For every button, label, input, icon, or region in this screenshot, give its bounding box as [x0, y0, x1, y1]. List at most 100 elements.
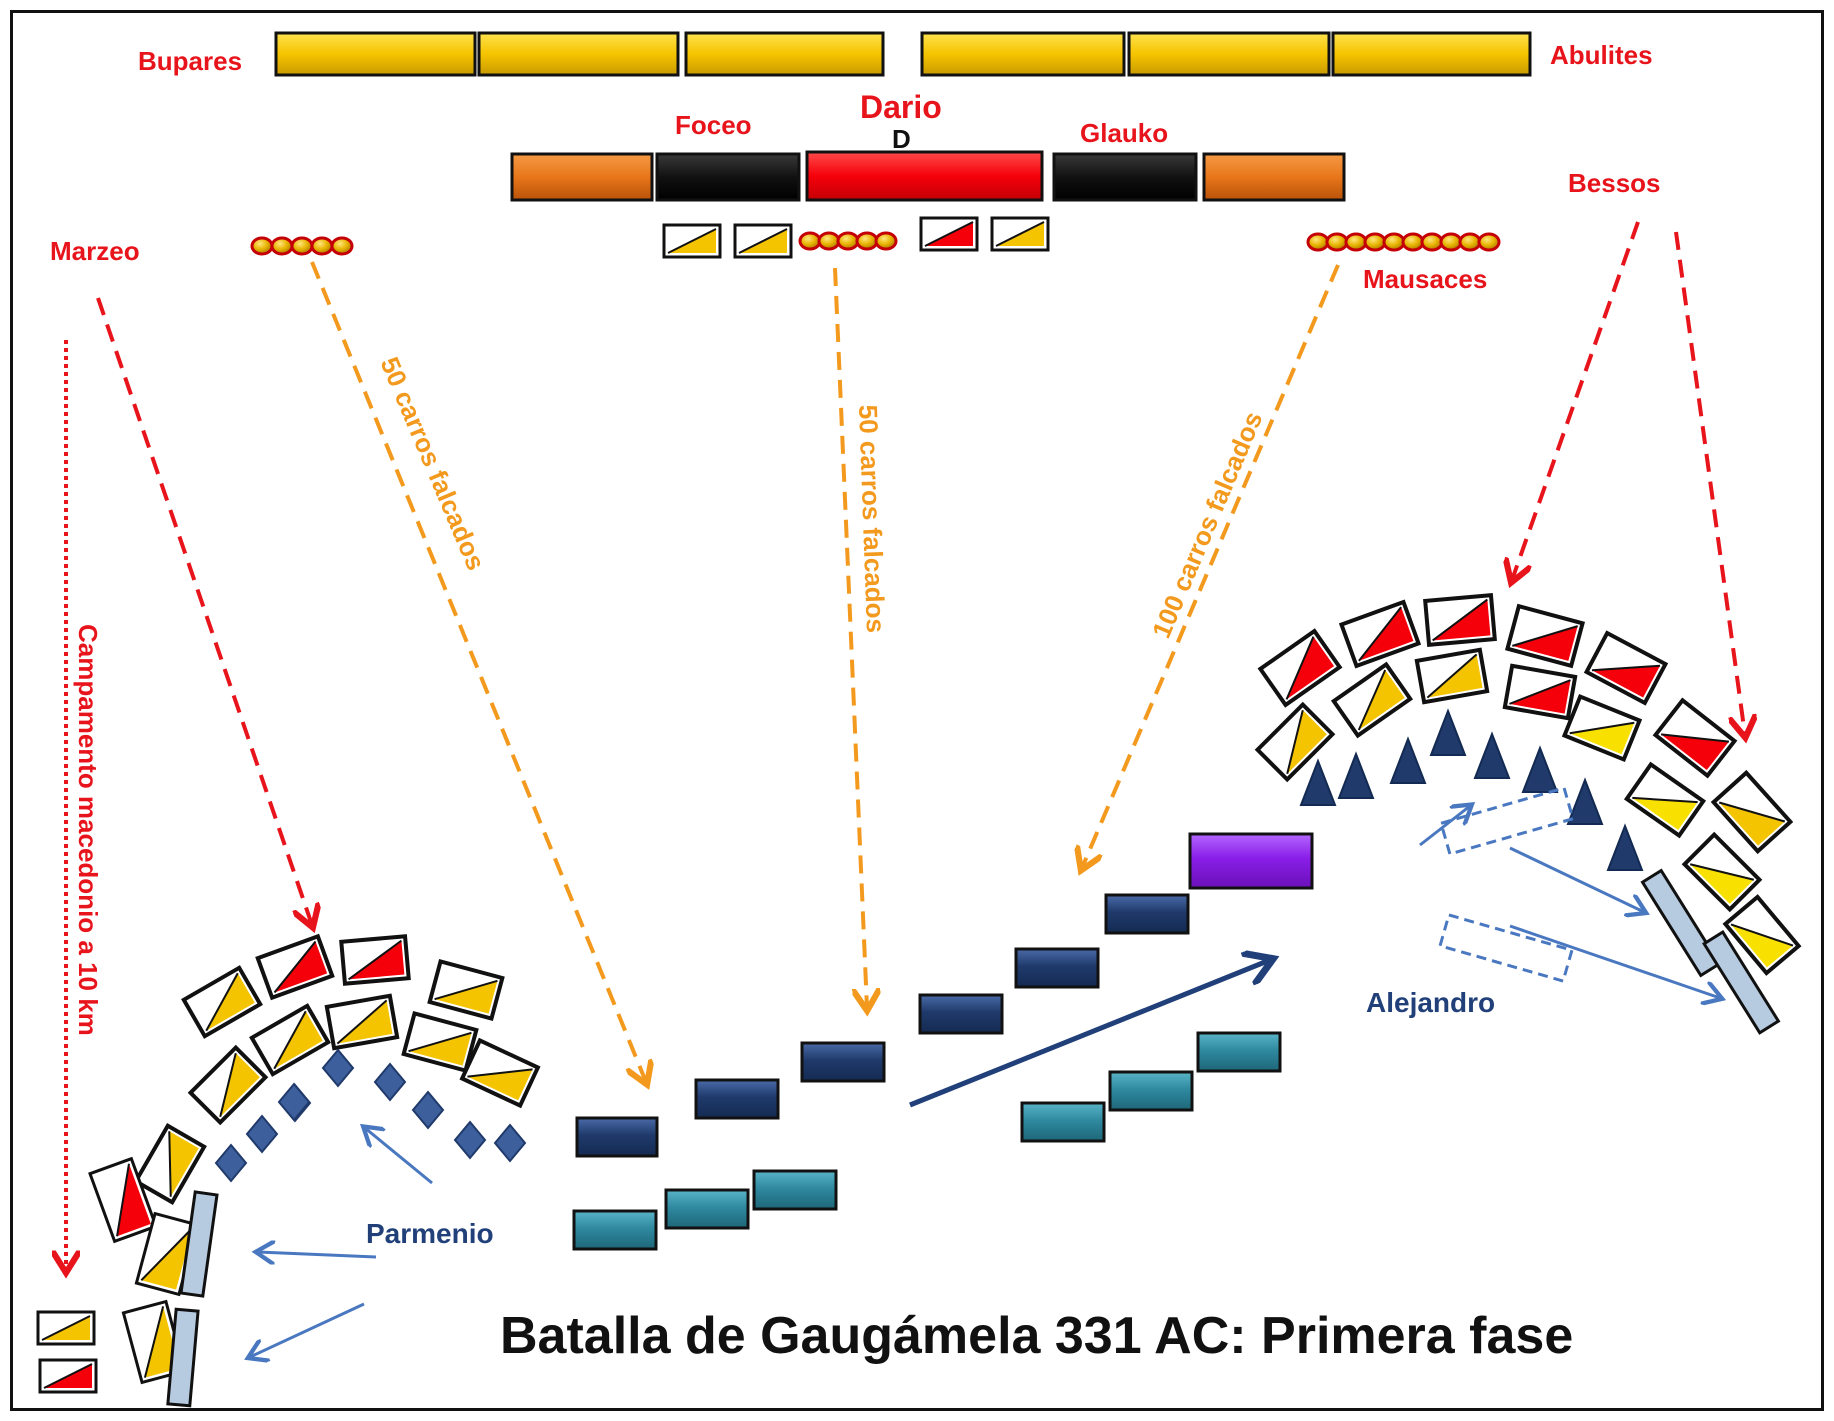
- alejandro-outer-cavalry: [1257, 593, 1794, 855]
- reserve-block: [1020, 1101, 1106, 1143]
- reserve-block: [572, 1209, 658, 1251]
- chariot-marker: [1477, 232, 1501, 252]
- light-infantry-block: [166, 1307, 200, 1408]
- chariot-marker: [1325, 232, 1349, 252]
- light-infantry-block: [179, 1190, 219, 1298]
- unit-bupares-1: [274, 31, 477, 77]
- cavalry-square: [133, 1123, 207, 1205]
- chariot-marker: [1363, 232, 1387, 252]
- unit-abulites-3: [1331, 31, 1532, 77]
- cavalry-square: [1504, 603, 1586, 669]
- arrow-chariots-left: [310, 261, 646, 1082]
- cavalry-square: [1652, 697, 1738, 779]
- infantry-diamond: [321, 1048, 355, 1088]
- unit-foceo: [655, 152, 801, 202]
- cavalry-square: [733, 223, 793, 259]
- chariot-marker: [1306, 232, 1330, 252]
- cavalry-square: [255, 933, 335, 1001]
- arrow-alejandro-3: [1509, 924, 1720, 998]
- cavalry-square: [1330, 661, 1414, 739]
- infantry-triangle: [1521, 745, 1559, 793]
- cavalry-square: [662, 223, 722, 259]
- arrow-parmenio-1: [365, 1128, 433, 1185]
- chariot-marker: [270, 236, 294, 256]
- persian-front-line: [274, 31, 1532, 77]
- center-cavalry: [662, 216, 1050, 259]
- persian-attack-arrows: [66, 221, 1745, 1270]
- cavalry-square: [459, 1037, 541, 1109]
- label-abulites: Abulites: [1550, 40, 1653, 70]
- infantry-diamond: [411, 1090, 445, 1130]
- parmenio-infantry: [214, 1048, 527, 1183]
- chariot-marker: [1344, 232, 1368, 252]
- phalanx-block: [694, 1078, 780, 1120]
- label-chariots-center: 50 carros falcados: [853, 404, 891, 633]
- chariot-marker: [798, 231, 822, 251]
- cavalry-square: [1414, 647, 1490, 705]
- chariot-marker: [1458, 232, 1482, 252]
- label-bupares: Bupares: [138, 46, 242, 76]
- alejandro-flank: [1438, 786, 1781, 1035]
- phalanx-block: [918, 993, 1004, 1035]
- arrow-phalanx-advance: [909, 960, 1270, 1108]
- unit-bupares-3: [684, 31, 885, 77]
- cavalry-square: [181, 965, 263, 1039]
- unit-bupares-2: [477, 31, 680, 77]
- alejandro-infantry: [1299, 708, 1644, 871]
- persian-center-line: [510, 150, 1346, 202]
- cavalry-square: [1254, 701, 1336, 783]
- light-infantry-block: [1702, 930, 1781, 1035]
- cavalry-square: [401, 1010, 479, 1074]
- arrow-marzeo: [96, 297, 312, 925]
- unit-abulites-2: [1127, 31, 1331, 77]
- cavalry-square: [249, 1003, 331, 1077]
- chariots-center: [798, 231, 898, 251]
- label-bessos: Bessos: [1568, 168, 1661, 198]
- chariot-marker: [330, 236, 354, 256]
- alejandro-arrows: [1419, 806, 1720, 998]
- cavalry-square: [1338, 599, 1422, 669]
- unit-glauko: [1052, 152, 1198, 202]
- macedonian-second-line: [572, 1031, 1282, 1251]
- label-chariots-right: 100 carros falcados: [1146, 407, 1268, 642]
- infantry-triangle: [1299, 758, 1337, 806]
- infantry-diamond: [245, 1114, 279, 1154]
- infantry-triangle: [1337, 751, 1375, 799]
- infantry-triangle: [1606, 823, 1644, 871]
- cavalry-square: [1710, 769, 1794, 855]
- chariot-marker: [1420, 232, 1444, 252]
- infantry-triangle: [1429, 708, 1467, 756]
- cavalry-square: [427, 958, 505, 1022]
- chariot-marker: [874, 231, 898, 251]
- cavalry-square: [187, 1044, 269, 1126]
- label-camp: Campamento macedonio a 10 km: [73, 624, 103, 1036]
- infantry-triangle: [1389, 736, 1427, 784]
- infantry-diamond: [493, 1123, 527, 1163]
- cavalry-square: [990, 216, 1050, 252]
- infantry-triangle: [1473, 731, 1511, 779]
- page-title: Batalla de Gaugámela 331 AC: Primera fas…: [500, 1307, 1573, 1365]
- label-marzeo: Marzeo: [50, 236, 140, 266]
- cavalry-square: [1423, 593, 1497, 647]
- unit-center-orange-right: [1202, 152, 1346, 202]
- infantry-triangle: [1566, 777, 1604, 825]
- cavalry-square: [919, 216, 979, 252]
- label-mausaces: Mausaces: [1363, 264, 1487, 294]
- companion-cavalry: [1188, 832, 1314, 890]
- infantry-diamond: [277, 1082, 311, 1122]
- unit-abulites-1: [920, 31, 1126, 77]
- parmenio-flank: [36, 1156, 219, 1408]
- chariot-marker: [817, 231, 841, 251]
- parmenio-inner-cavalry: [133, 993, 541, 1205]
- phalanx-block: [1104, 893, 1190, 935]
- infantry-diamond: [453, 1120, 487, 1160]
- chariot-marker: [1382, 232, 1406, 252]
- chariots-right: [1306, 232, 1501, 252]
- parmenio-outer-cavalry: [181, 933, 505, 1039]
- dashed-detachment: [1439, 786, 1575, 856]
- cavalry-square: [1623, 761, 1707, 839]
- label-foceo: Foceo: [675, 110, 752, 140]
- cavalry-square: [88, 1156, 158, 1244]
- label-dario-marker: D: [892, 124, 911, 154]
